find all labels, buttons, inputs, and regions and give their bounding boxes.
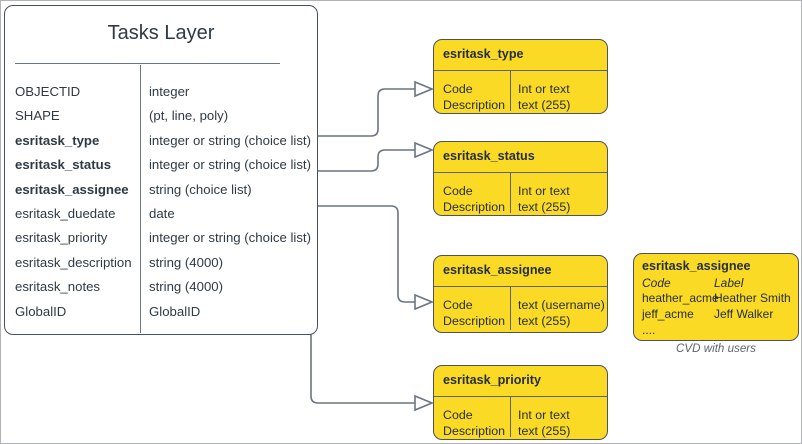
field-type: integer or string (choice list) [149,230,311,246]
table-row: esritask_priority integer or string (cho… [5,230,317,254]
domain-code-label: Code [443,408,473,422]
domain-description-label: Description [443,314,505,328]
domain-code-label: Code [443,82,473,96]
domain-box-esritask-priority: esritask_priority Code Description Int o… [433,365,608,440]
field-type: (pt, line, poly) [149,108,229,124]
cvd-entry-code: .... [642,323,656,337]
field-name: esritask_description [15,254,132,270]
domain-title: esritask_assignee [443,263,552,277]
entity-column-divider [140,65,141,333]
arrowhead-assignee [414,293,435,311]
cvd-entry-label: Jeff Walker [714,307,774,321]
table-row: esritask_type integer or string (choice … [5,133,317,157]
domain-description-label: Description [443,98,505,112]
domain-title: esritask_priority [443,373,542,387]
domain-box-esritask-type: esritask_type Code Description Int or te… [433,39,608,114]
entity-title: Tasks Layer [107,22,215,44]
field-type: integer or string (choice list) [149,157,311,173]
domain-description-type: text (255) [518,98,571,112]
field-name: esritask_assignee [15,181,129,197]
connector-status [318,149,415,172]
domain-description-label: Description [443,200,505,214]
table-row: OBJECTID integer [5,84,317,108]
domain-code-type: text (username) [518,298,605,312]
domain-title: esritask_type [443,47,524,61]
domain-column-divider [510,286,511,330]
domain-header-divider [434,70,607,71]
field-name: OBJECTID [15,84,81,99]
field-name: esritask_duedate [15,205,116,221]
domain-code-type: Int or text [518,184,570,198]
field-name: SHAPE [15,108,60,124]
table-row: esritask_assignee string (choice list) [5,182,317,206]
domain-box-esritask-status: esritask_status Code Description Int or … [433,141,608,216]
table-row: esritask_status integer or string (choic… [5,157,317,181]
field-name: esritask_type [15,132,100,148]
domain-description-type: text (255) [518,314,571,328]
domain-description-type: text (255) [518,200,571,214]
cvd-header-code: Code [642,276,671,290]
arrowhead-type [414,80,435,98]
domain-header-divider [434,396,607,397]
entity-tasks-layer: Tasks Layer OBJECTID integer SHAPE (pt, … [4,5,318,335]
connector-assignee [318,205,415,303]
domain-code-type: Int or text [518,408,570,422]
field-name: esritask_notes [15,279,101,295]
arrowhead-priority [414,394,435,412]
field-type: GlobalID [149,303,201,319]
domain-title: esritask_status [443,149,535,163]
table-row: esritask_notes string (4000) [5,279,317,303]
cvd-header-label: Label [714,276,744,290]
domain-description-label: Description [443,424,505,438]
cvd-entry-code: heather_acme [642,291,719,305]
table-row: esritask_description string (4000) [5,255,317,279]
arrowhead-status [414,141,435,159]
domain-header-divider [434,286,607,287]
domain-description-type: text (255) [518,424,571,438]
domain-column-divider [510,396,511,437]
field-name: esritask_status [15,157,112,173]
domain-code-label: Code [443,298,473,312]
cvd-entry-code: jeff_acme [642,307,694,321]
field-name: GlobalID [15,303,67,319]
field-name: esritask_priority [15,230,108,246]
domain-column-divider [510,172,511,213]
domain-code-label: Code [443,184,473,198]
cvd-title: esritask_assignee [642,259,751,273]
cvd-example-box: esritask_assignee Code Label heather_acm… [633,253,799,341]
field-type: integer [149,84,190,99]
cvd-caption: CVD with users [676,342,756,355]
domain-header-divider [434,172,607,173]
domain-box-esritask-assignee: esritask_assignee Code Description text … [433,255,608,333]
field-type: string (4000) [149,279,224,295]
table-row: GlobalID GlobalID [5,304,317,328]
connector-type [318,88,415,137]
field-type: integer or string (choice list) [149,132,311,148]
entity-title-divider [15,63,280,64]
domain-column-divider [510,70,511,111]
table-row: esritask_duedate date [5,206,317,230]
cvd-entry-label: Heather Smith [714,291,791,305]
field-type: date [149,205,175,221]
entity-field-list: OBJECTID integer SHAPE (pt, line, poly) … [5,84,317,328]
domain-code-type: Int or text [518,82,570,96]
field-type: string (4000) [149,254,224,270]
field-type: string (choice list) [149,181,252,197]
connector-priority [310,230,415,404]
table-row: SHAPE (pt, line, poly) [5,108,317,132]
